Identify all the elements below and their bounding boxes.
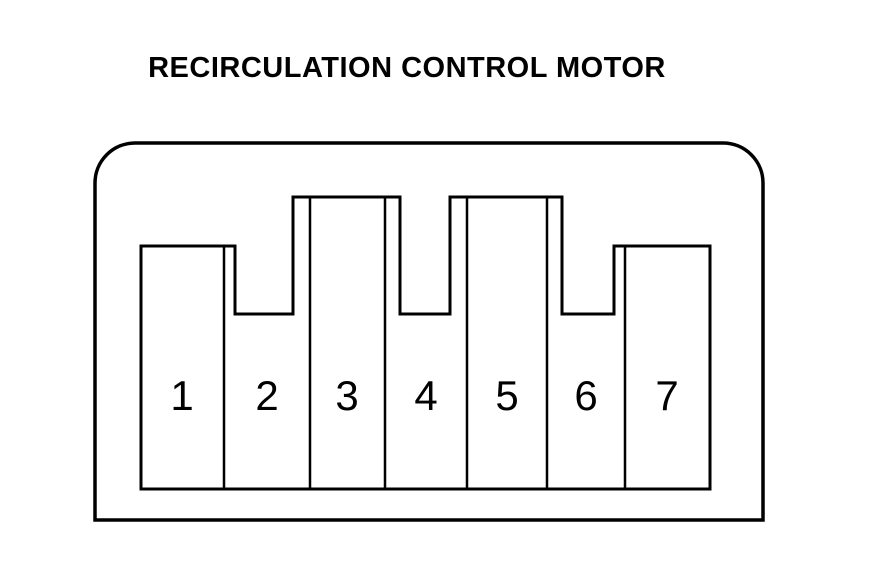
pin-1-label: 1 [170, 372, 194, 419]
pin-3-label: 3 [335, 372, 359, 419]
pin-5-label: 5 [495, 372, 519, 419]
pin-6-label: 6 [574, 372, 598, 419]
pin-7-label: 7 [655, 372, 679, 419]
connector-outline [93, 141, 765, 522]
pin-4-label: 4 [414, 372, 438, 419]
page-title: RECIRCULATION CONTROL MOTOR [148, 52, 666, 84]
pin-2-label: 2 [255, 372, 279, 419]
connector-key-profile [139, 195, 712, 491]
